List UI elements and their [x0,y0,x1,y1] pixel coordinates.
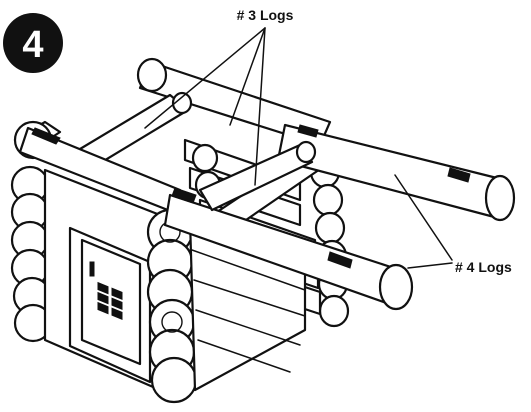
callout-3-logs-label: # 3 Logs [237,7,294,23]
leader-line [254,27,266,186]
step-number: 4 [22,24,43,66]
door-panel [80,238,142,366]
back-wall [136,57,350,328]
door-window [97,281,123,320]
front-wall [43,168,162,392]
step-badge: 4 [3,13,63,73]
number-4-logs [163,123,516,311]
leader-line [394,174,453,261]
leader-line [144,27,266,129]
leader-line [407,262,453,269]
callout-4-logs-label: # 4 Logs [455,259,512,275]
leader-line [229,27,266,126]
callout-3-logs: # 3 Logs [144,7,294,186]
callout-4-logs: # 4 Logs [394,174,512,275]
door-handle [89,261,95,277]
